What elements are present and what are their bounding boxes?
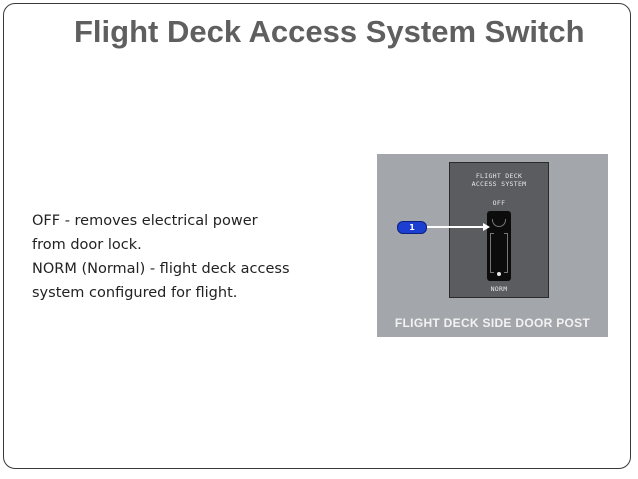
toggle-bracket-right [504,233,508,273]
plate-label-line-1: FLIGHT DECK [475,172,523,180]
callout-arrow-head-icon [483,223,490,231]
panel-caption: FLIGHT DECK SIDE DOOR POST [394,316,591,330]
plate-label-line-2: ACCESS SYSTEM [471,180,527,188]
access-system-toggle-switch [487,211,511,281]
switch-position-off-label: OFF [492,199,506,207]
toggle-indicator-dot [497,272,501,276]
slide-body: OFF - removes electrical power from door… [32,209,362,305]
toggle-bracket-left [490,233,494,273]
body-line-3: NORM (Normal) - flight deck access [32,261,290,277]
callout-arrow-line [427,226,485,228]
switch-plate: FLIGHT DECK ACCESS SYSTEM OFF NORM [449,162,549,298]
switch-position-norm-label: NORM [490,285,508,293]
slide-title: Flight Deck Access System Switch [74,14,585,49]
body-line-2: from door lock. [32,237,142,253]
body-line-4: system configured for flight. [32,285,238,301]
body-line-1: OFF - removes electrical power [32,213,258,229]
callout-badge: 1 [397,221,427,234]
switch-panel-image: FLIGHT DECK ACCESS SYSTEM OFF NORM 1 FLI… [377,154,608,337]
toggle-notch [492,219,506,227]
